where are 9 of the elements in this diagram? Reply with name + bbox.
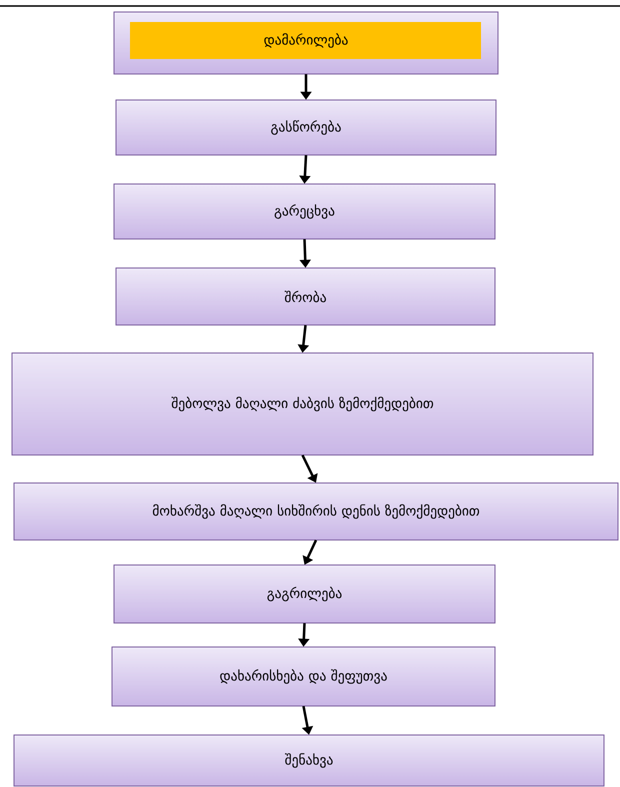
process-box: გაგრილება	[114, 564, 496, 624]
process-box: დახარისხება და შეფუთვა	[112, 646, 496, 706]
process-box: შებოლვა მაღალი ძაბვის ზემოქმედებით	[12, 352, 594, 456]
process-box: გარეცხვა	[114, 184, 496, 240]
process-box: გასწორება	[116, 100, 496, 156]
process-box: მოხარშვა მაღალი სიხშირის დენის ზემოქმედებით	[14, 482, 618, 540]
process-box: შრობა	[116, 268, 496, 326]
process-box: დამარილება	[114, 12, 498, 74]
process-box: შენახვა	[14, 734, 604, 786]
